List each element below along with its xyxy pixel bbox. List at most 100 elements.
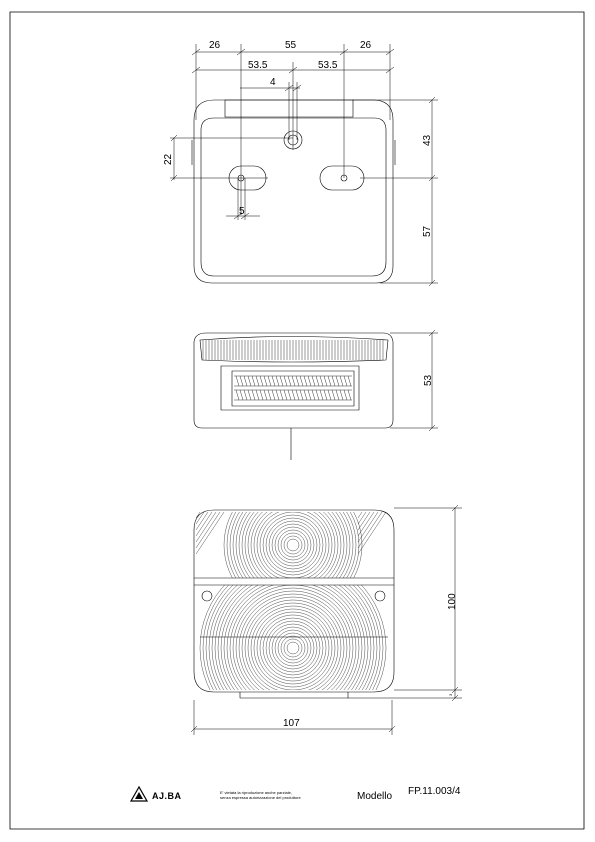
dim-label-55: 55 [285, 40, 297, 51]
fresnel-ring [257, 509, 329, 581]
connector-tooth [340, 390, 343, 400]
connector-tooth [328, 376, 331, 386]
front-inner-body [201, 118, 386, 276]
connector-tooth [272, 390, 275, 400]
fresnel-ring [224, 579, 362, 717]
fresnel-ring [272, 627, 314, 669]
lens-corner-hatch [353, 585, 369, 609]
connector-tooth [324, 376, 327, 386]
lens-corner-hatch [358, 512, 366, 524]
connector-tooth [320, 390, 323, 400]
dim-label-4: 4 [270, 77, 276, 88]
lens-corner-hatch [196, 512, 208, 530]
connector-tooth [284, 376, 287, 386]
fresnel-ring [221, 576, 365, 720]
lens-corner-hatch [196, 512, 220, 548]
dim-label-53-5-right: 53.5 [318, 60, 338, 71]
dim-tick-marks [171, 49, 435, 286]
lens-bottom-tab [240, 692, 348, 698]
connector-tooth [316, 376, 319, 386]
connector-tooth [260, 390, 263, 400]
fresnel-ring [233, 485, 353, 605]
connector-tooth [340, 376, 343, 386]
connector-tooth [256, 376, 259, 386]
connector-tooth [236, 390, 239, 400]
front-view [192, 100, 395, 283]
connector-tooth [248, 390, 251, 400]
lens-corner-hatch [358, 512, 362, 518]
fresnel-ring [278, 633, 308, 663]
fresnel-ring [260, 512, 326, 578]
brand-logo: AJ.BA [129, 785, 182, 802]
side-view [194, 333, 393, 460]
lens-right-hole [375, 591, 385, 601]
connector-tooth [348, 376, 351, 386]
front-outer-body [194, 100, 393, 283]
connector-tooth [304, 376, 307, 386]
connector-tooth [292, 390, 295, 400]
fresnel-ring [233, 588, 353, 708]
fresnel-ring [215, 570, 371, 726]
title-block: AJ.BA E' vietata la riproduzione anche p… [129, 785, 461, 802]
logo-triangle-icon [129, 785, 149, 802]
side-outer-body [194, 333, 393, 428]
fresnel-ring [239, 594, 347, 702]
model-code: FP.11.003/4 [408, 786, 461, 797]
side-lens-ribs [203, 340, 383, 360]
connector-tooth [348, 390, 351, 400]
lens-corner-hatch [196, 585, 212, 609]
fresnel-ring [269, 624, 317, 672]
fresnel-ring [245, 600, 341, 696]
fresnel-ring [287, 642, 299, 654]
connector-tooth [312, 376, 315, 386]
connector-tooth [288, 390, 291, 400]
fresnel-ring [227, 479, 359, 611]
connector-tooth [264, 376, 267, 386]
fresnel-ring [230, 585, 356, 711]
fresnel-ring [242, 597, 344, 699]
connector-tooth [280, 390, 283, 400]
connector-tooth [300, 390, 303, 400]
dim-label-43: 43 [422, 134, 433, 146]
connector-tooth [344, 390, 347, 400]
lens-corner-hatch [196, 512, 212, 536]
connector-tooth [324, 390, 327, 400]
connector-tooth [304, 390, 307, 400]
connector-tooth [236, 376, 239, 386]
connector-tooth [272, 376, 275, 386]
connector-tooth [300, 376, 303, 386]
connector-tooth [288, 376, 291, 386]
side-dimensions [390, 330, 438, 431]
copyright-notice-line1: E' vietata la riproduzione anche parzial… [220, 790, 292, 795]
connector-tooth [256, 390, 259, 400]
connector-tooth [316, 390, 319, 400]
connector-tooth [268, 376, 271, 386]
fresnel-ring [239, 491, 347, 599]
connector-tooth [332, 390, 335, 400]
fresnel-ring [257, 612, 329, 684]
connector-tooth [328, 390, 331, 400]
fresnel-ring [251, 503, 335, 587]
side-connector-texture [234, 376, 352, 400]
connector-tooth [252, 376, 255, 386]
fresnel-ring [251, 606, 335, 690]
fresnel-ring [254, 506, 332, 584]
side-lens-top [200, 337, 388, 363]
lens-fresnel-rings [196, 476, 386, 741]
dim-label-100: 100 [447, 593, 458, 610]
fresnel-ring [266, 518, 320, 572]
fresnel-ring [224, 476, 362, 614]
brand-name: AJ.BA [152, 791, 182, 801]
lens-corner-hatch [196, 585, 216, 615]
dim-label-3: 3 [448, 693, 453, 696]
lens-corner-hatch [353, 585, 373, 615]
sheet-border [10, 12, 584, 829]
side-connector-inner [232, 371, 354, 406]
copyright-notice-line2: senza espressa autorizzazione del produt… [220, 795, 301, 800]
front-dimensions [170, 44, 438, 286]
side-connector-frame [221, 366, 359, 410]
fresnel-ring [278, 530, 308, 560]
fresnel-ring [281, 533, 305, 557]
connector-tooth [344, 376, 347, 386]
fresnel-ring [266, 621, 320, 675]
